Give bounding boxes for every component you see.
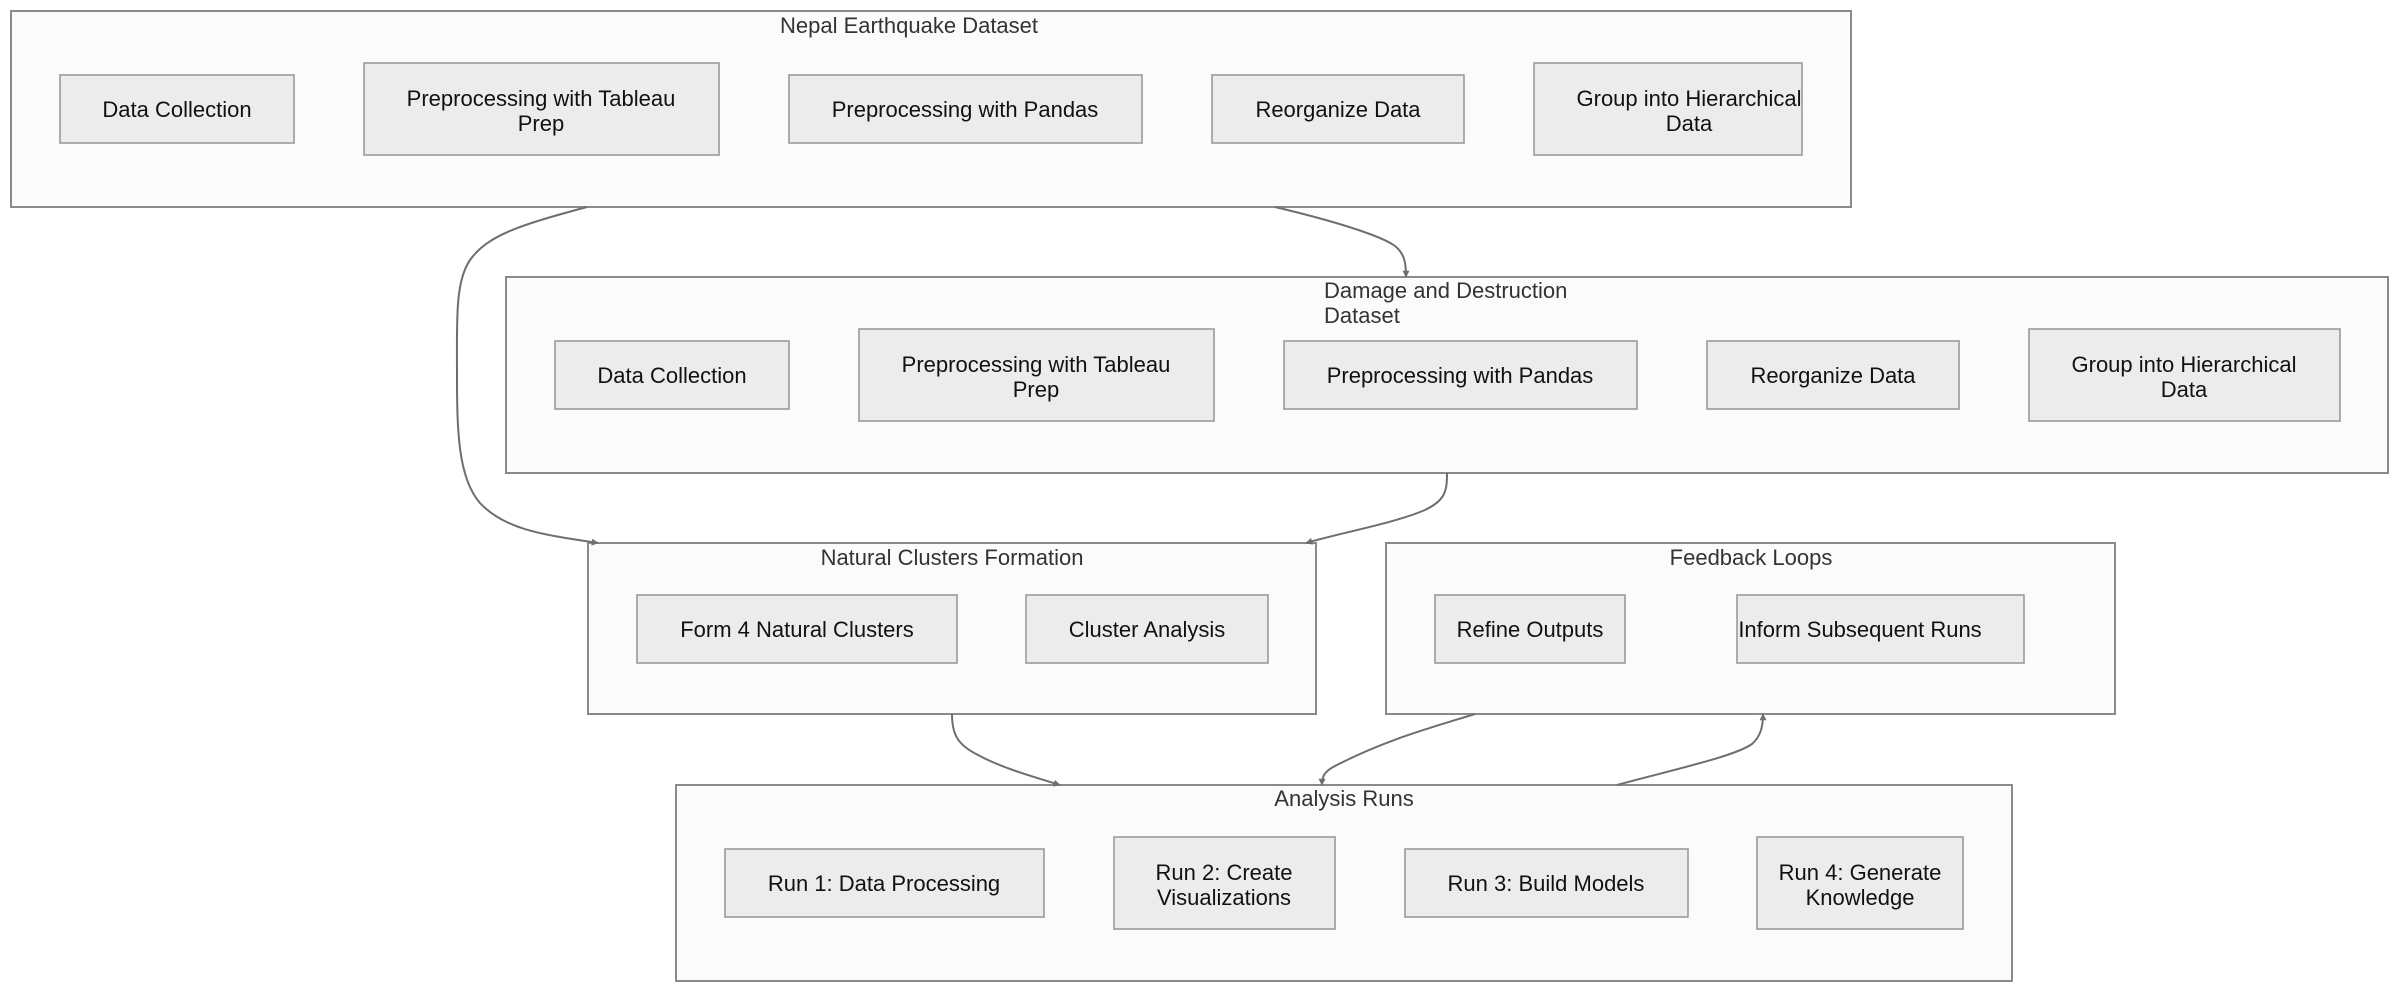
node-preprocessing-pandas[interactable]: Preprocessing with Pandas xyxy=(788,74,1143,144)
node-label: Data Collection xyxy=(597,363,746,388)
node-label: Preprocessing with Pandas xyxy=(1327,363,1594,388)
cluster-title: Dataset xyxy=(1324,303,1400,328)
node-label: Reorganize Data xyxy=(1255,97,1421,122)
node-label: Inform Subsequent Runs xyxy=(1738,617,1981,642)
node-label: Knowledge xyxy=(1806,885,1915,910)
cluster-nepal-earthquake-dataset: Nepal Earthquake Dataset Data Collection… xyxy=(10,10,1852,208)
node-group-hierarchical-data[interactable]: Group into Hierarchical Data xyxy=(1533,62,1803,156)
node-label: Run 4: Generate xyxy=(1779,860,1942,885)
cluster-damage-destruction-dataset: Damage and Destruction Dataset Data Coll… xyxy=(505,276,2389,474)
edge-nepal-to-natural-clusters xyxy=(455,206,599,546)
node-run-4-generate-knowledge[interactable]: Run 4: Generate Knowledge xyxy=(1756,836,1964,930)
node-label: Data xyxy=(1666,111,1713,136)
node-label: Preprocessing with Pandas xyxy=(832,97,1099,122)
edge-natural-clusters-to-analysis-runs xyxy=(951,713,1061,787)
cluster-feedback-loops: Feedback Loops Refine Outputs Inform Sub… xyxy=(1385,542,2116,715)
cluster-title: Nepal Earthquake Dataset xyxy=(780,13,1038,38)
node-reorganize-data[interactable]: Reorganize Data xyxy=(1211,74,1465,144)
cluster-title: Feedback Loops xyxy=(1670,545,1833,570)
node-label: Preprocessing with Tableau xyxy=(407,86,676,111)
node-label: Run 1: Data Processing xyxy=(768,871,1000,896)
node-label: Group into Hierarchical xyxy=(1577,86,1802,111)
node-label: Data xyxy=(2161,377,2208,402)
cluster-title: Damage and Destruction xyxy=(1324,278,1567,303)
cluster-natural-clusters-formation: Natural Clusters Formation Form 4 Natura… xyxy=(587,542,1317,715)
node-reorganize-data[interactable]: Reorganize Data xyxy=(1706,340,1960,410)
node-label: Preprocessing with Tableau xyxy=(902,352,1171,377)
node-label: Refine Outputs xyxy=(1457,617,1604,642)
node-label: Data Collection xyxy=(102,97,251,122)
cluster-analysis-runs: Analysis Runs Run 1: Data Processing Run… xyxy=(675,784,2013,982)
node-preprocessing-tableau-prep[interactable]: Preprocessing with Tableau Prep xyxy=(858,328,1215,422)
edge-analysis-runs-to-feedback xyxy=(1616,713,1767,786)
edge-nepal-to-damage-destruction xyxy=(1274,206,1410,278)
node-preprocessing-pandas[interactable]: Preprocessing with Pandas xyxy=(1283,340,1638,410)
cluster-title: Analysis Runs xyxy=(1274,786,1413,811)
node-label: Run 2: Create xyxy=(1156,860,1293,885)
node-refine-outputs[interactable]: Refine Outputs xyxy=(1434,594,1626,664)
node-inform-subsequent-runs[interactable]: Inform Subsequent Runs xyxy=(1736,594,2025,664)
node-run-3-build-models[interactable]: Run 3: Build Models xyxy=(1404,848,1689,918)
cluster-title: Natural Clusters Formation xyxy=(821,545,1084,570)
node-preprocessing-tableau-prep[interactable]: Preprocessing with Tableau Prep xyxy=(363,62,720,156)
node-cluster-analysis[interactable]: Cluster Analysis xyxy=(1025,594,1269,664)
node-group-hierarchical-data[interactable]: Group into Hierarchical Data xyxy=(2028,328,2341,422)
node-form-natural-clusters[interactable]: Form 4 Natural Clusters xyxy=(636,594,958,664)
node-label: Prep xyxy=(518,111,564,136)
node-label: Form 4 Natural Clusters xyxy=(680,617,914,642)
node-data-collection[interactable]: Data Collection xyxy=(554,340,790,410)
node-label: Prep xyxy=(1013,377,1059,402)
node-label: Group into Hierarchical xyxy=(2072,352,2297,377)
node-label: Visualizations xyxy=(1157,885,1291,910)
node-label: Cluster Analysis xyxy=(1069,617,1226,642)
node-run-1-data-processing[interactable]: Run 1: Data Processing xyxy=(724,848,1045,918)
node-run-2-create-visualizations[interactable]: Run 2: Create Visualizations xyxy=(1113,836,1336,930)
node-label: Reorganize Data xyxy=(1750,363,1916,388)
node-data-collection[interactable]: Data Collection xyxy=(59,74,295,144)
edge-feedback-to-analysis-runs xyxy=(1318,713,1476,786)
node-label: Run 3: Build Models xyxy=(1448,871,1645,896)
edge-damage-to-natural-clusters xyxy=(1305,472,1448,545)
